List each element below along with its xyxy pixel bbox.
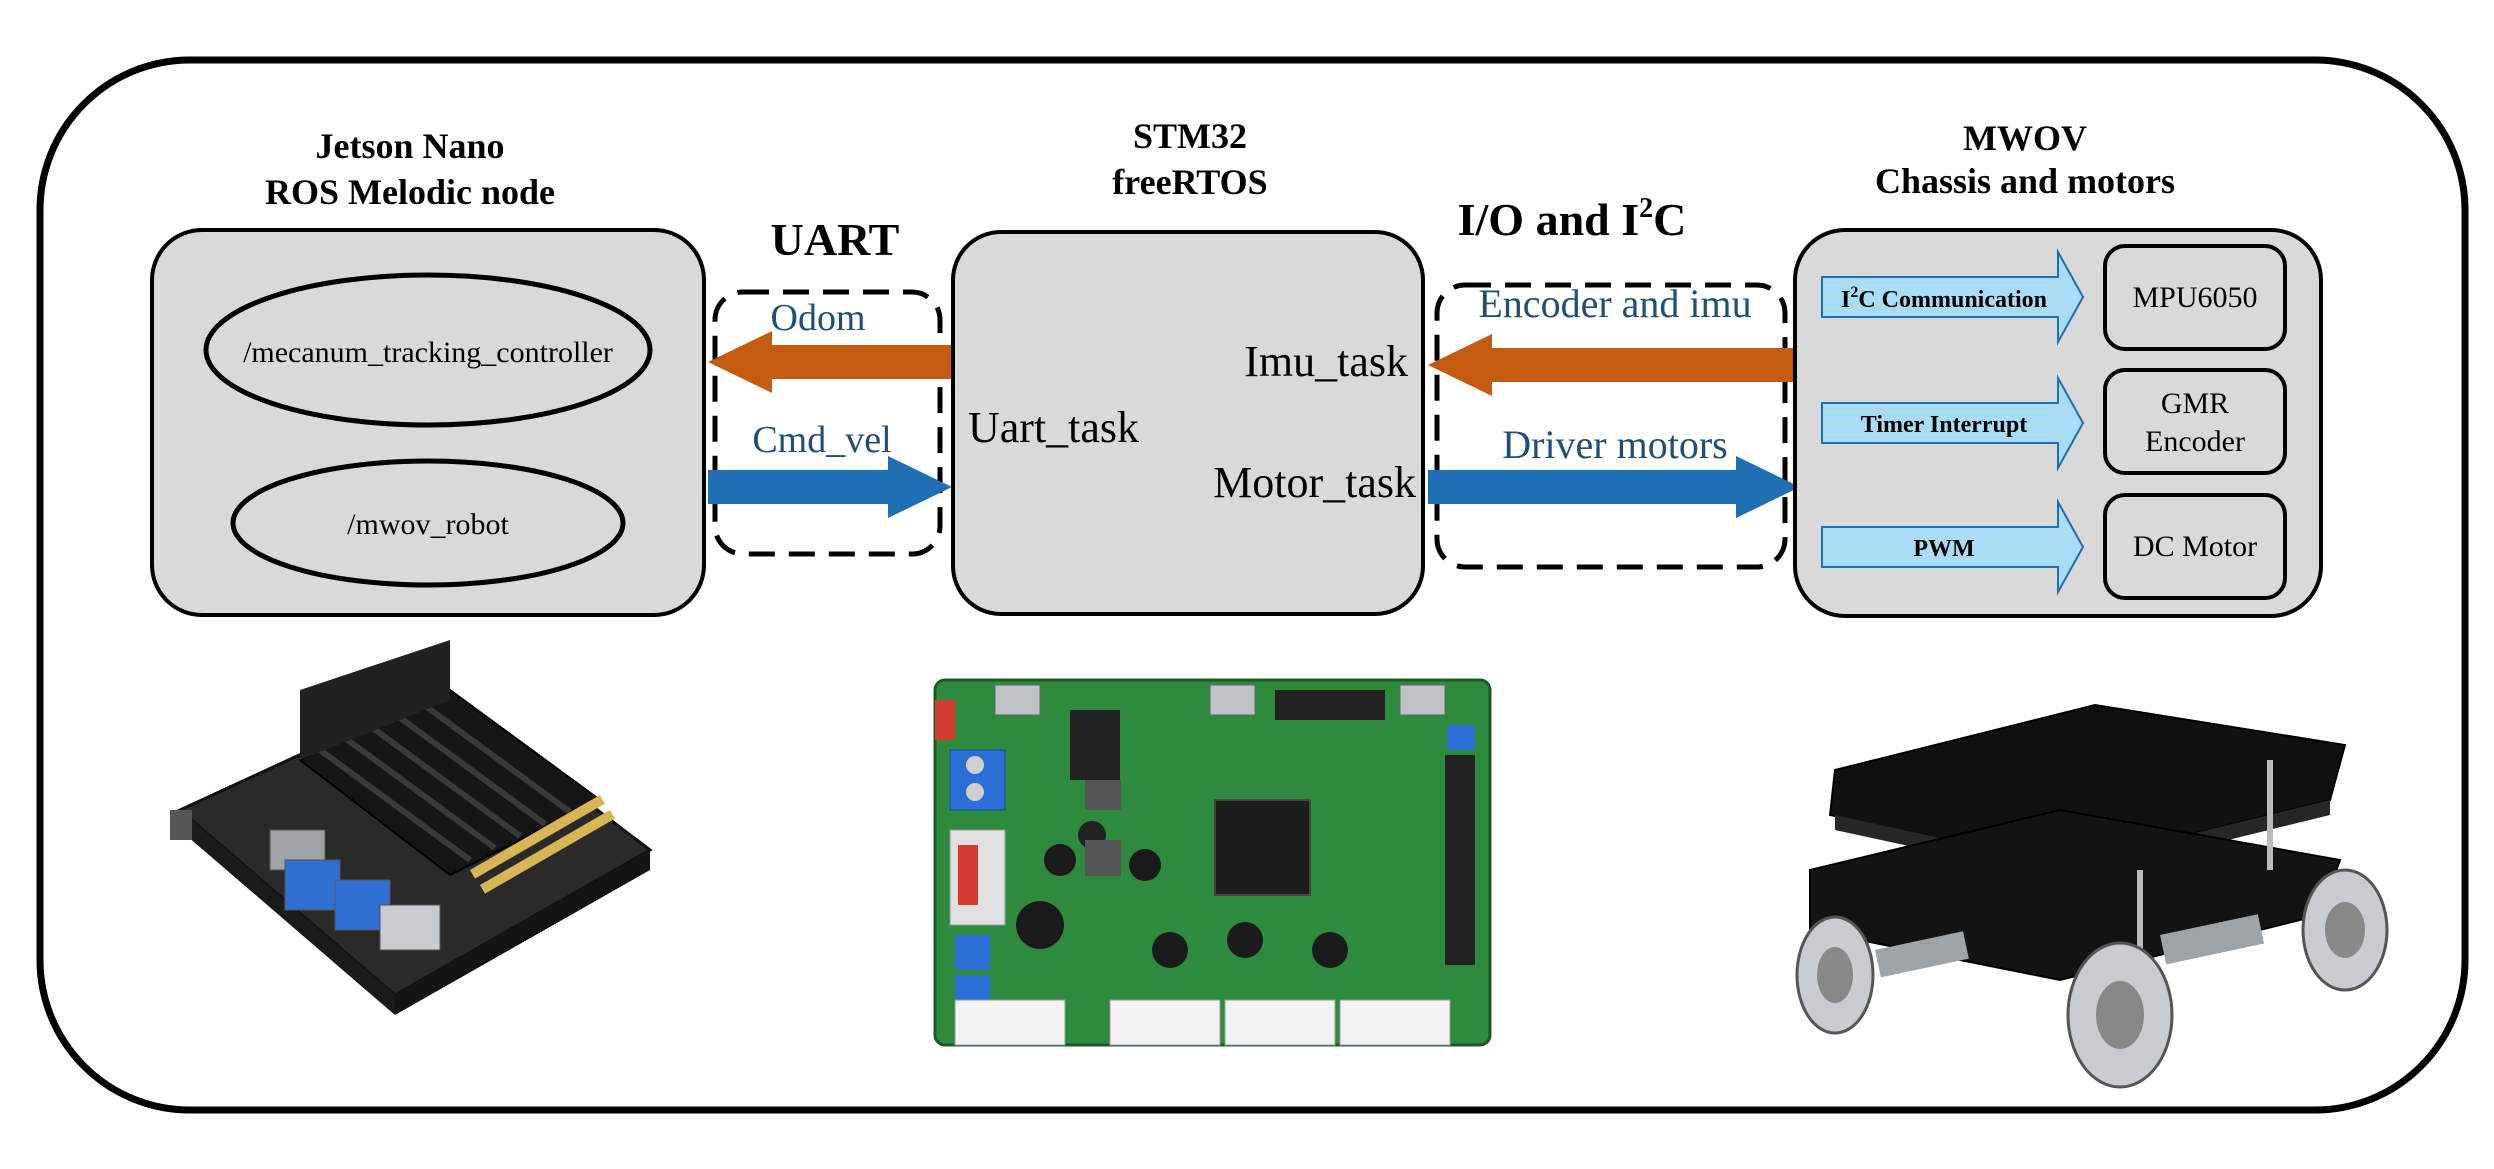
pwm-arrow	[1821, 498, 2085, 596]
stm32-box	[951, 230, 1425, 616]
odom-arrow	[708, 331, 952, 393]
io-i2c-label: I/O and I2C	[1458, 193, 1687, 245]
pwm-label: PWM	[1913, 536, 1974, 562]
odom-label: Odom	[771, 297, 866, 339]
motor-task-label: Motor_task	[1213, 458, 1416, 507]
mecanum-wheel-rear-right	[2301, 868, 2389, 992]
driver-motors-arrow	[1428, 456, 1800, 518]
uart-dashed-box	[712, 289, 943, 557]
node-mecanum-tracking-controller: /mecanum_tracking_controller	[243, 336, 613, 369]
stm32-title-line1: STM32	[1133, 116, 1247, 156]
dc-motor-label: DC Motor	[2133, 530, 2257, 563]
encoder-imu-arrow	[1428, 334, 1800, 396]
mpu6050-box	[2103, 244, 2287, 351]
mwov-chassis-photo	[1795, 703, 2389, 1089]
i2c-communication-arrow	[1821, 248, 2085, 346]
gmr-label: GMR	[2161, 387, 2229, 420]
i2c-communication-label: I2C Communication	[1841, 284, 2047, 313]
mecanum-wheel-front-right	[2066, 941, 2174, 1089]
jetson-title-line1: Jetson Nano	[315, 126, 504, 166]
node-ellipse-mwov-robot	[230, 458, 626, 588]
cmd-vel-label: Cmd_vel	[752, 419, 891, 461]
mpu6050-label: MPU6050	[2132, 281, 2257, 314]
mecanum-wheel-front-left	[1795, 915, 1875, 1035]
timer-interrupt-label: Timer Interrupt	[1861, 412, 2027, 438]
encoder-label: Encoder	[2145, 425, 2245, 458]
node-ellipse-mecanum	[203, 272, 653, 428]
jetson-title-line2: ROS Melodic node	[265, 172, 555, 212]
stm32-title-line2: freeRTOS	[1112, 162, 1267, 202]
stm32-board-photo	[933, 678, 1492, 1047]
jetson-nano-photo	[170, 640, 653, 1015]
uart-label: UART	[771, 214, 900, 265]
driver-motors-label: Driver motors	[1502, 422, 1728, 467]
uart-task-label: Uart_task	[968, 403, 1139, 452]
dc-motor-box	[2103, 493, 2287, 600]
cmd-vel-arrow	[708, 456, 952, 518]
gmr-encoder-box	[2103, 368, 2287, 475]
mwov-title-line1: MWOV	[1963, 118, 2087, 158]
mwov-title-line2: Chassis and motors	[1875, 161, 2175, 201]
io-dashed-box	[1434, 282, 1788, 570]
node-mwov-robot: /mwov_robot	[347, 508, 509, 541]
encoder-imu-label: Encoder and imu	[1478, 281, 1751, 326]
timer-interrupt-arrow	[1821, 374, 2085, 472]
imu-task-label: Imu_task	[1244, 337, 1408, 386]
